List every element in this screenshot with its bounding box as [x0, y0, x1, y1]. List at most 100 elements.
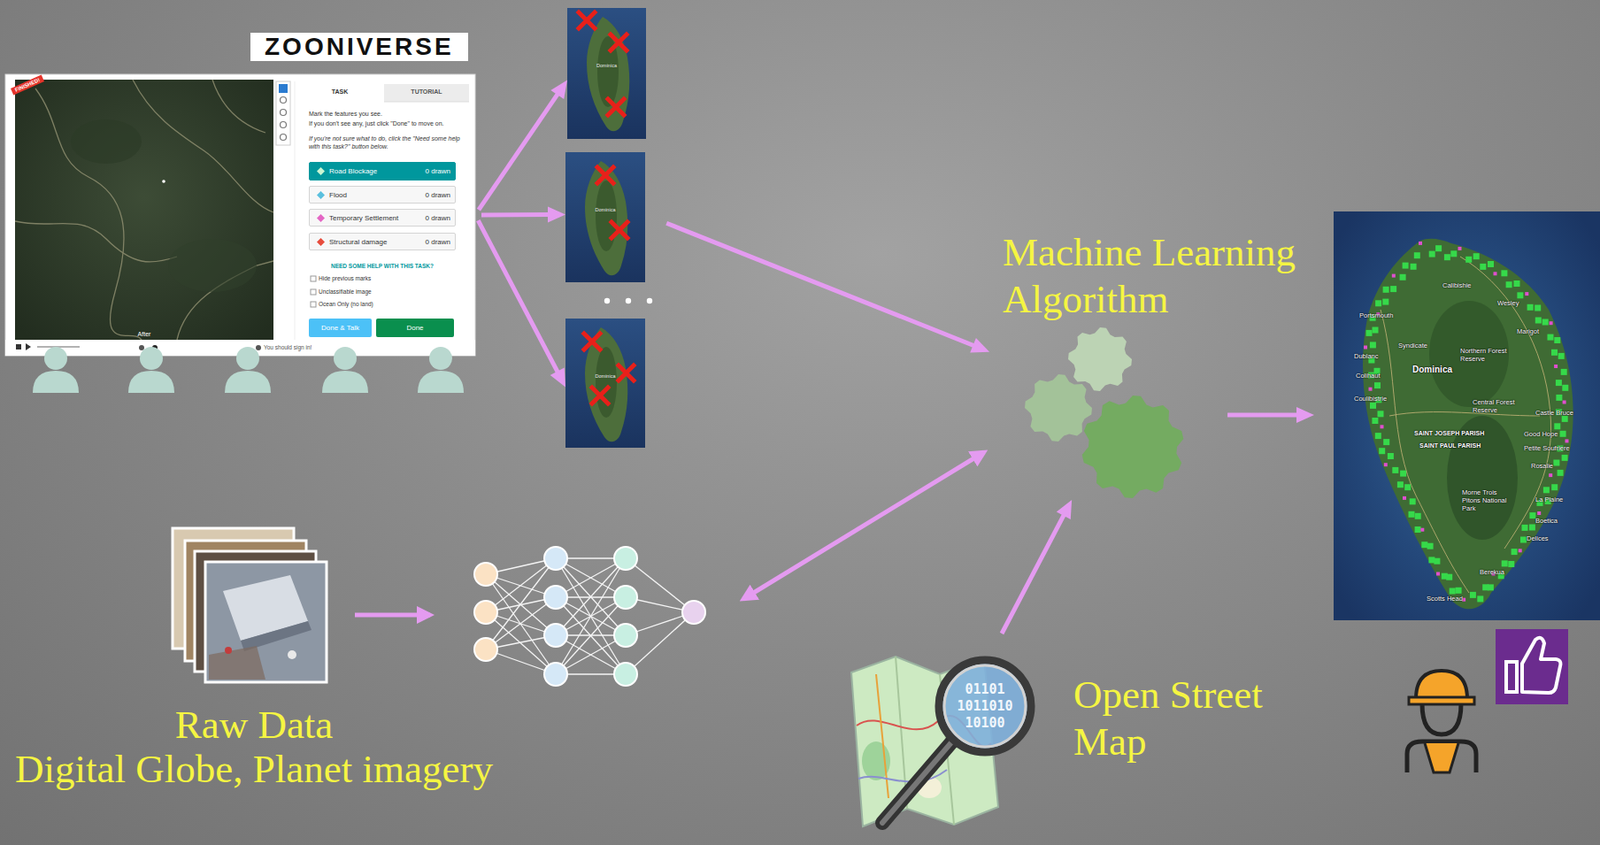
damage-mark [1446, 574, 1453, 581]
flow-line [481, 212, 552, 217]
map-thumbnail-image [584, 333, 634, 404]
volunteer-icons [44, 346, 68, 370]
zooniverse-screenshot [132, 79, 274, 213]
damage-mark [1366, 330, 1373, 337]
ml-algorithm: Machine Learning Algorithm [991, 228, 1310, 505]
damage-mark [1392, 467, 1399, 474]
damage-mark [1397, 481, 1404, 488]
network-neuron [544, 585, 568, 609]
raw-imagery-stack [172, 528, 327, 683]
flow-arrow [1227, 407, 1315, 424]
damage-mark [1555, 394, 1562, 401]
zooniverse-screenshot [310, 289, 316, 295]
help-link: NEED SOME HELP WITH THIS TASK? [308, 262, 456, 270]
node-text: Calibishie [1442, 281, 1472, 290]
damage-mark [1455, 587, 1462, 594]
flow-line [666, 223, 977, 347]
damage-mark [1561, 369, 1568, 376]
damage-mark [1555, 379, 1562, 386]
damage-mark [1501, 560, 1508, 567]
ellipsis-dots [646, 298, 653, 304]
damage-mark [1561, 454, 1569, 462]
damage-mark [1435, 245, 1442, 252]
zooniverse-screenshot [310, 301, 316, 308]
zooniverse-screenshot [15, 344, 22, 350]
damage-mark [1493, 271, 1498, 276]
damage-mark [1565, 438, 1570, 443]
damage-mark [1507, 561, 1515, 568]
damage-mark [1427, 543, 1434, 550]
node-text: SAINT JOSEPH PARISH [1414, 430, 1485, 437]
network-neuron [614, 662, 638, 686]
damage-mark [1557, 469, 1564, 477]
damage-mark [1402, 262, 1409, 270]
worker-icon [1407, 741, 1477, 773]
screenshot-panel: ZOONIVERSERoad Blockage0 drawnFlood0 dra… [5, 74, 476, 356]
thumbs-up-icon [1522, 638, 1561, 693]
gear-icon [1068, 327, 1132, 392]
damage-mark [1436, 572, 1440, 577]
checkbox-label: Unclassifiable image [318, 288, 372, 295]
result-map-image [1362, 238, 1574, 609]
node-text: Structural damage [329, 238, 387, 247]
result-map-image [1333, 211, 1600, 621]
volunteer-icons [224, 370, 271, 393]
damage-mark [1384, 462, 1388, 467]
damage-mark [1561, 384, 1569, 392]
node-text: Castle Bruce [1535, 408, 1574, 417]
damage-mark [1500, 269, 1508, 277]
zooniverse-screenshot [15, 221, 177, 262]
damage-mark [1372, 327, 1379, 334]
node-text: Flood [329, 191, 347, 200]
map-thumbnail-image [567, 7, 647, 139]
result-map-image [1380, 309, 1470, 593]
worker-icon [1415, 670, 1468, 700]
damage-mark [1363, 346, 1368, 350]
node-text: Syndicate [1398, 341, 1428, 350]
feedback-arrow [743, 452, 985, 600]
map-thumbnail-image [595, 180, 617, 252]
osm-icon [882, 741, 953, 824]
network-neuron [614, 585, 638, 609]
node-text: Petite Soufriere [1523, 444, 1570, 453]
volunteer-icons [236, 346, 260, 370]
checkbox-label: Hide previous marks [318, 275, 371, 282]
damage-mark [1542, 319, 1549, 326]
damage-mark [1374, 382, 1381, 389]
node-text: La Plaine [1535, 495, 1563, 504]
signin-note: You should sign in! [263, 344, 312, 351]
damage-mark [1420, 528, 1424, 532]
damage-mark [1529, 512, 1536, 519]
raw-imagery-stack [205, 561, 327, 683]
damage-mark [1369, 387, 1373, 392]
damage-mark [1400, 274, 1407, 281]
network-neuron [614, 546, 638, 570]
arrow-head [969, 338, 990, 354]
gear-icon [1082, 395, 1185, 499]
damage-mark [1553, 423, 1561, 430]
damage-mark [1444, 253, 1451, 261]
flow-arrow [478, 79, 568, 210]
done-button: Done [376, 318, 454, 338]
option-icon [316, 238, 325, 247]
node-text: Temporary Settlement [329, 214, 399, 223]
instruction-text: Mark the features you see. [308, 110, 383, 117]
zooniverse-screenshot [310, 276, 316, 282]
map-thumbnail-image [610, 34, 627, 51]
damage-mark [1487, 261, 1494, 268]
arrow-head [550, 79, 568, 100]
network-neuron [544, 546, 568, 570]
status-badge: FINISHED! [10, 75, 45, 96]
osm-icon [944, 665, 1026, 747]
zooniverse-screenshot [212, 79, 266, 133]
option-icon [316, 167, 325, 176]
map-thumbnail: Dominica [565, 152, 646, 283]
worker-icon [1407, 670, 1477, 773]
node-text: 0 drawn [425, 167, 451, 176]
damage-mark [1433, 558, 1440, 565]
logo-text: ZOONIVERSE [250, 32, 469, 62]
node-text: Dominica [565, 207, 646, 213]
damage-mark [1387, 453, 1394, 460]
zooniverse-screenshot [384, 84, 470, 102]
node-text: Marigot [1516, 327, 1539, 336]
